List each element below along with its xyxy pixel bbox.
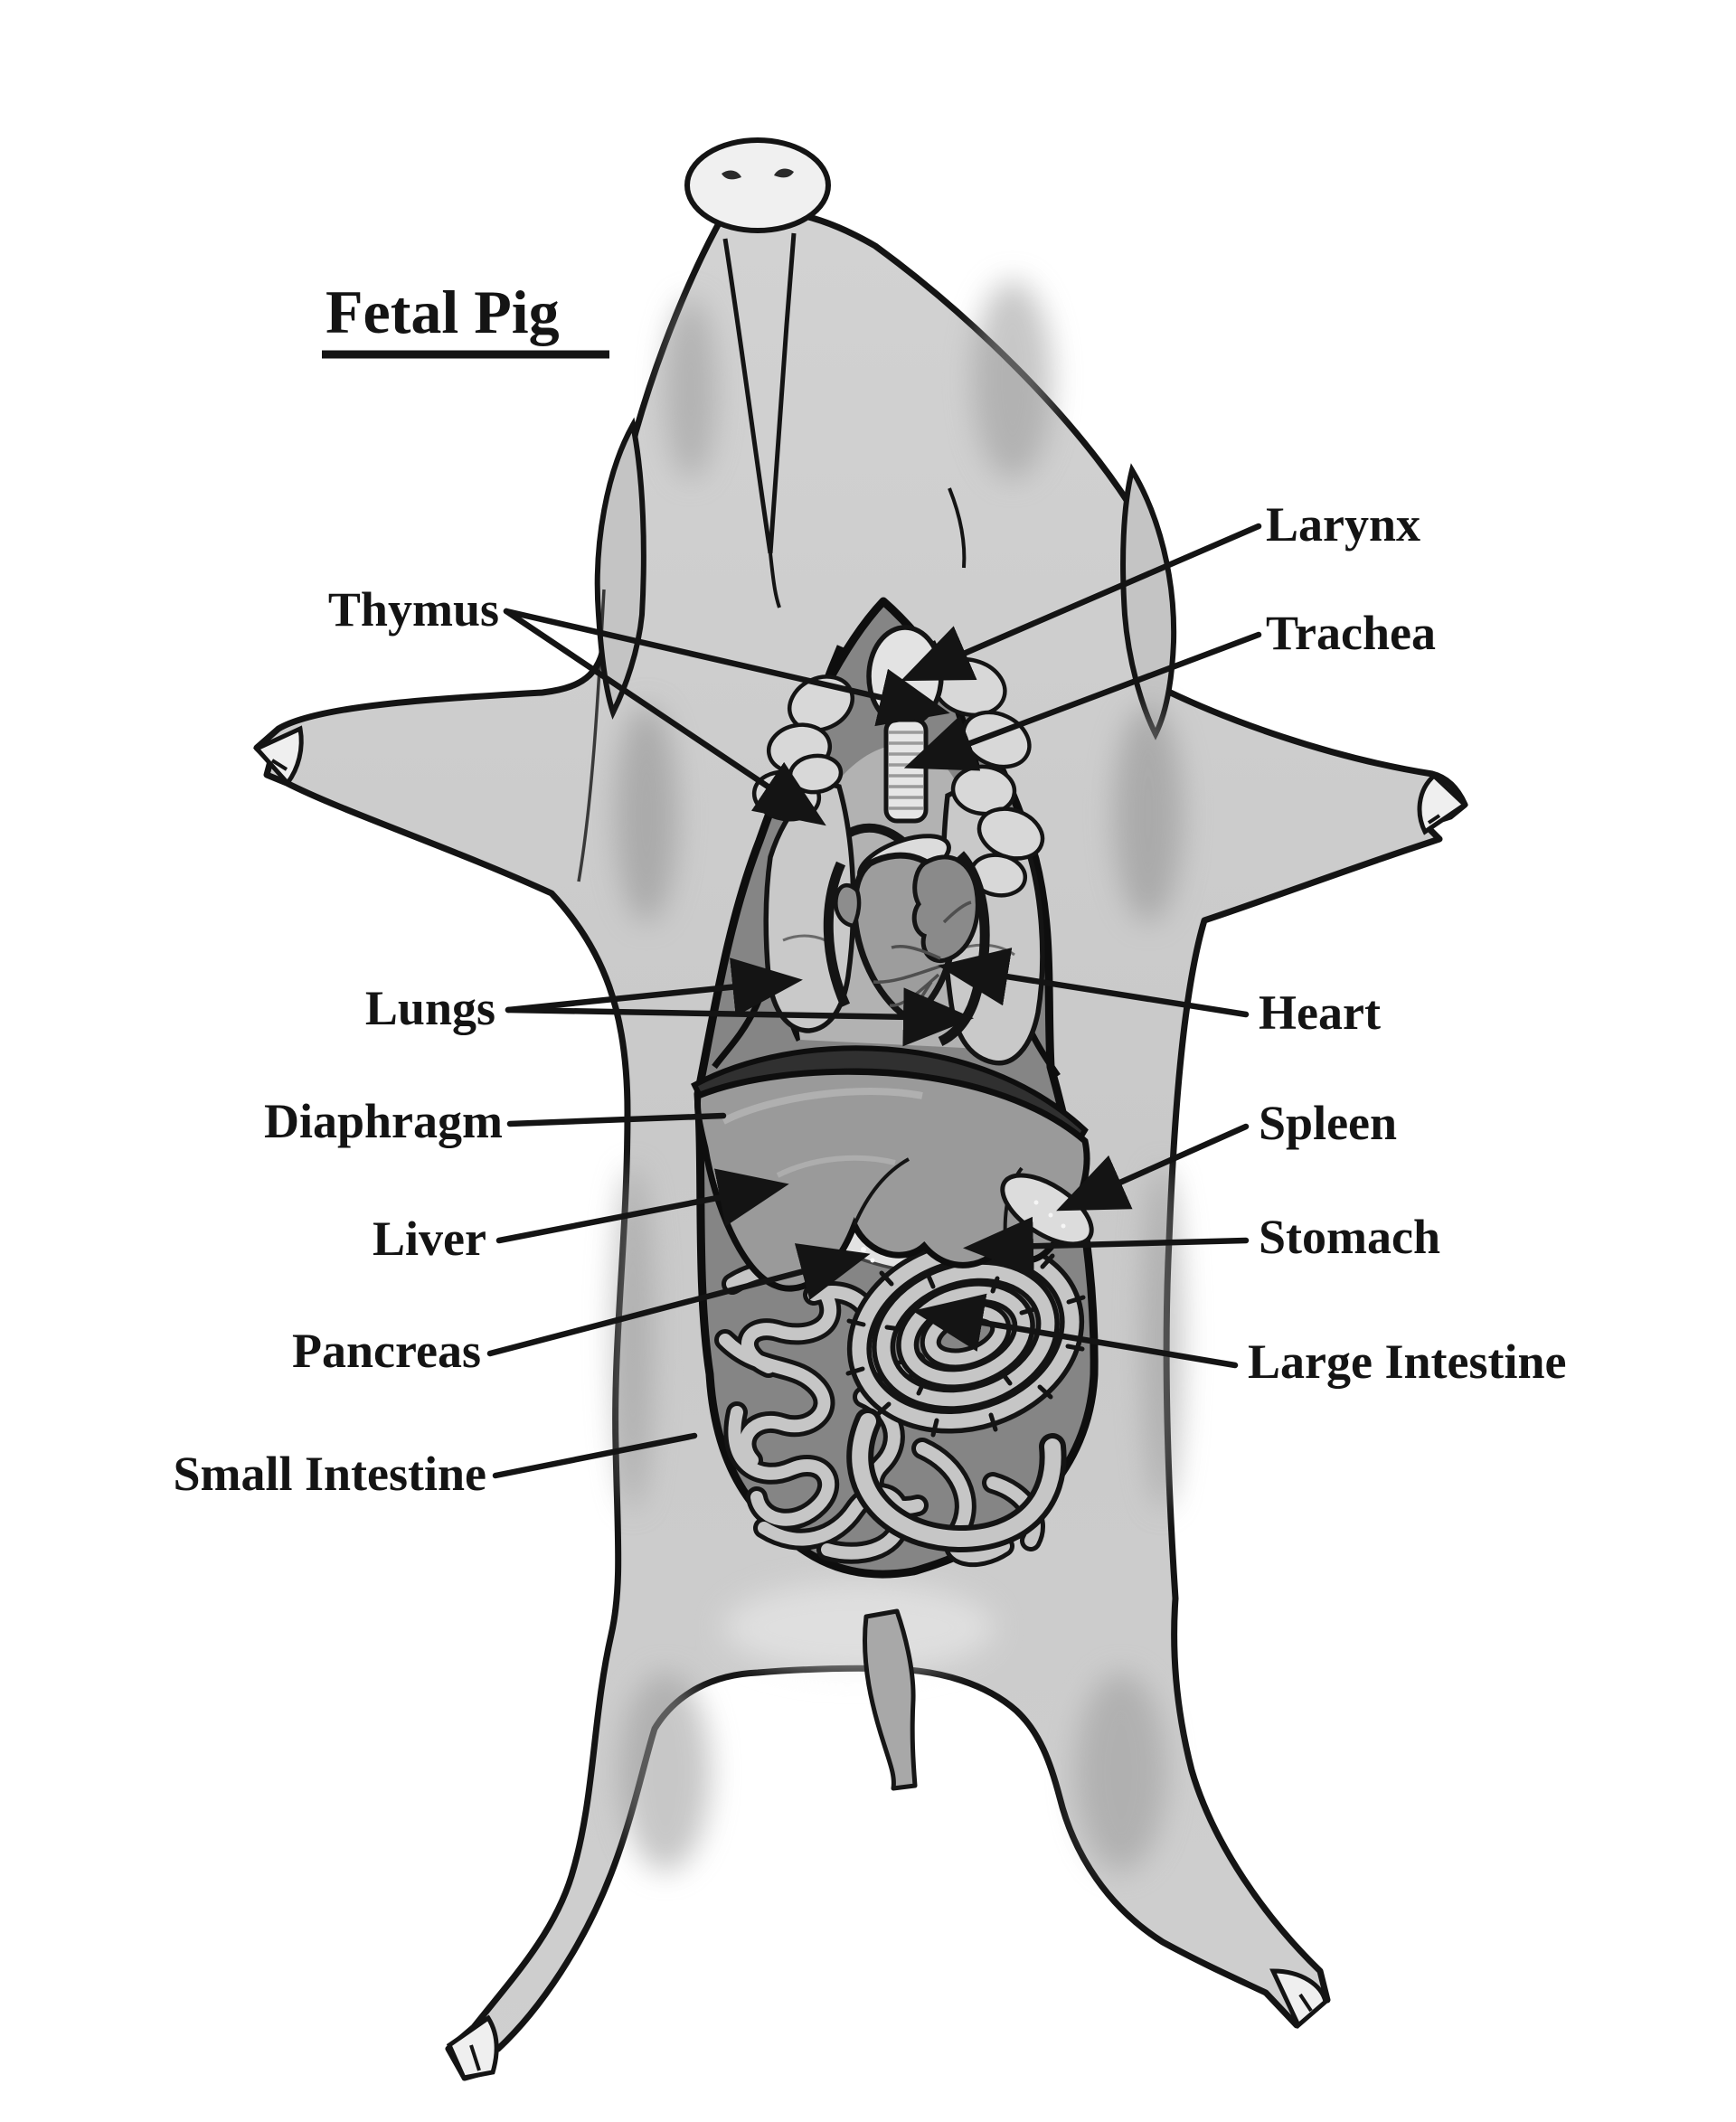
trachea-leader-line	[903, 631, 1262, 771]
left-atrium	[834, 882, 862, 929]
label-liver: Liver	[373, 1212, 486, 1266]
labels: Fetal Pig Thymus Larynx Trachea Lungs He…	[173, 278, 1566, 1501]
label-lungs: Lungs	[365, 981, 495, 1035]
larynx-leader-line	[901, 523, 1262, 682]
right-atrium	[911, 854, 980, 964]
label-diaphragm: Diaphragm	[264, 1094, 503, 1148]
label-trachea: Trachea	[1266, 606, 1436, 660]
thymus-leader-line-right	[503, 608, 950, 727]
lungs-leader-line-right	[505, 987, 974, 1047]
diagram-title: Fetal Pig	[326, 278, 560, 346]
trachea-shape	[883, 717, 929, 824]
left-nostril	[722, 170, 741, 180]
label-large-intestine: Large Intestine	[1248, 1335, 1566, 1389]
spleen-texture	[1033, 1200, 1066, 1229]
snout	[684, 137, 831, 233]
spleen-leader-line	[1056, 1123, 1250, 1212]
heart-leader-line	[938, 948, 1250, 1018]
leader-lines	[486, 523, 1262, 1479]
label-pancreas: Pancreas	[292, 1324, 481, 1378]
jaw-lines	[577, 232, 967, 882]
organs	[691, 625, 1094, 1791]
liver-leader-line	[495, 1168, 789, 1244]
diaphragm-leader-line	[506, 1112, 727, 1127]
label-thymus: Thymus	[328, 582, 499, 637]
label-spleen: Spleen	[1259, 1096, 1397, 1150]
right-nostril	[774, 168, 794, 178]
label-larynx: Larynx	[1266, 497, 1420, 552]
thymus-leader-line-left	[503, 608, 826, 826]
stomach-leader-line	[963, 1216, 1250, 1276]
umbilical-cord	[863, 1608, 918, 1791]
large-intestine-leader-line	[912, 1293, 1239, 1369]
hooves	[252, 725, 1468, 2080]
pancreas-leader-line	[486, 1243, 871, 1357]
label-heart: Heart	[1259, 986, 1381, 1040]
label-small-intestine: Small Intestine	[173, 1447, 486, 1501]
body-shading	[613, 280, 1183, 1872]
small-intestine-leader-line	[492, 1432, 698, 1479]
colon-haustra-ticks	[845, 1233, 1086, 1438]
label-stomach: Stomach	[1259, 1210, 1440, 1264]
lungs-leader-line-left	[505, 957, 803, 1016]
